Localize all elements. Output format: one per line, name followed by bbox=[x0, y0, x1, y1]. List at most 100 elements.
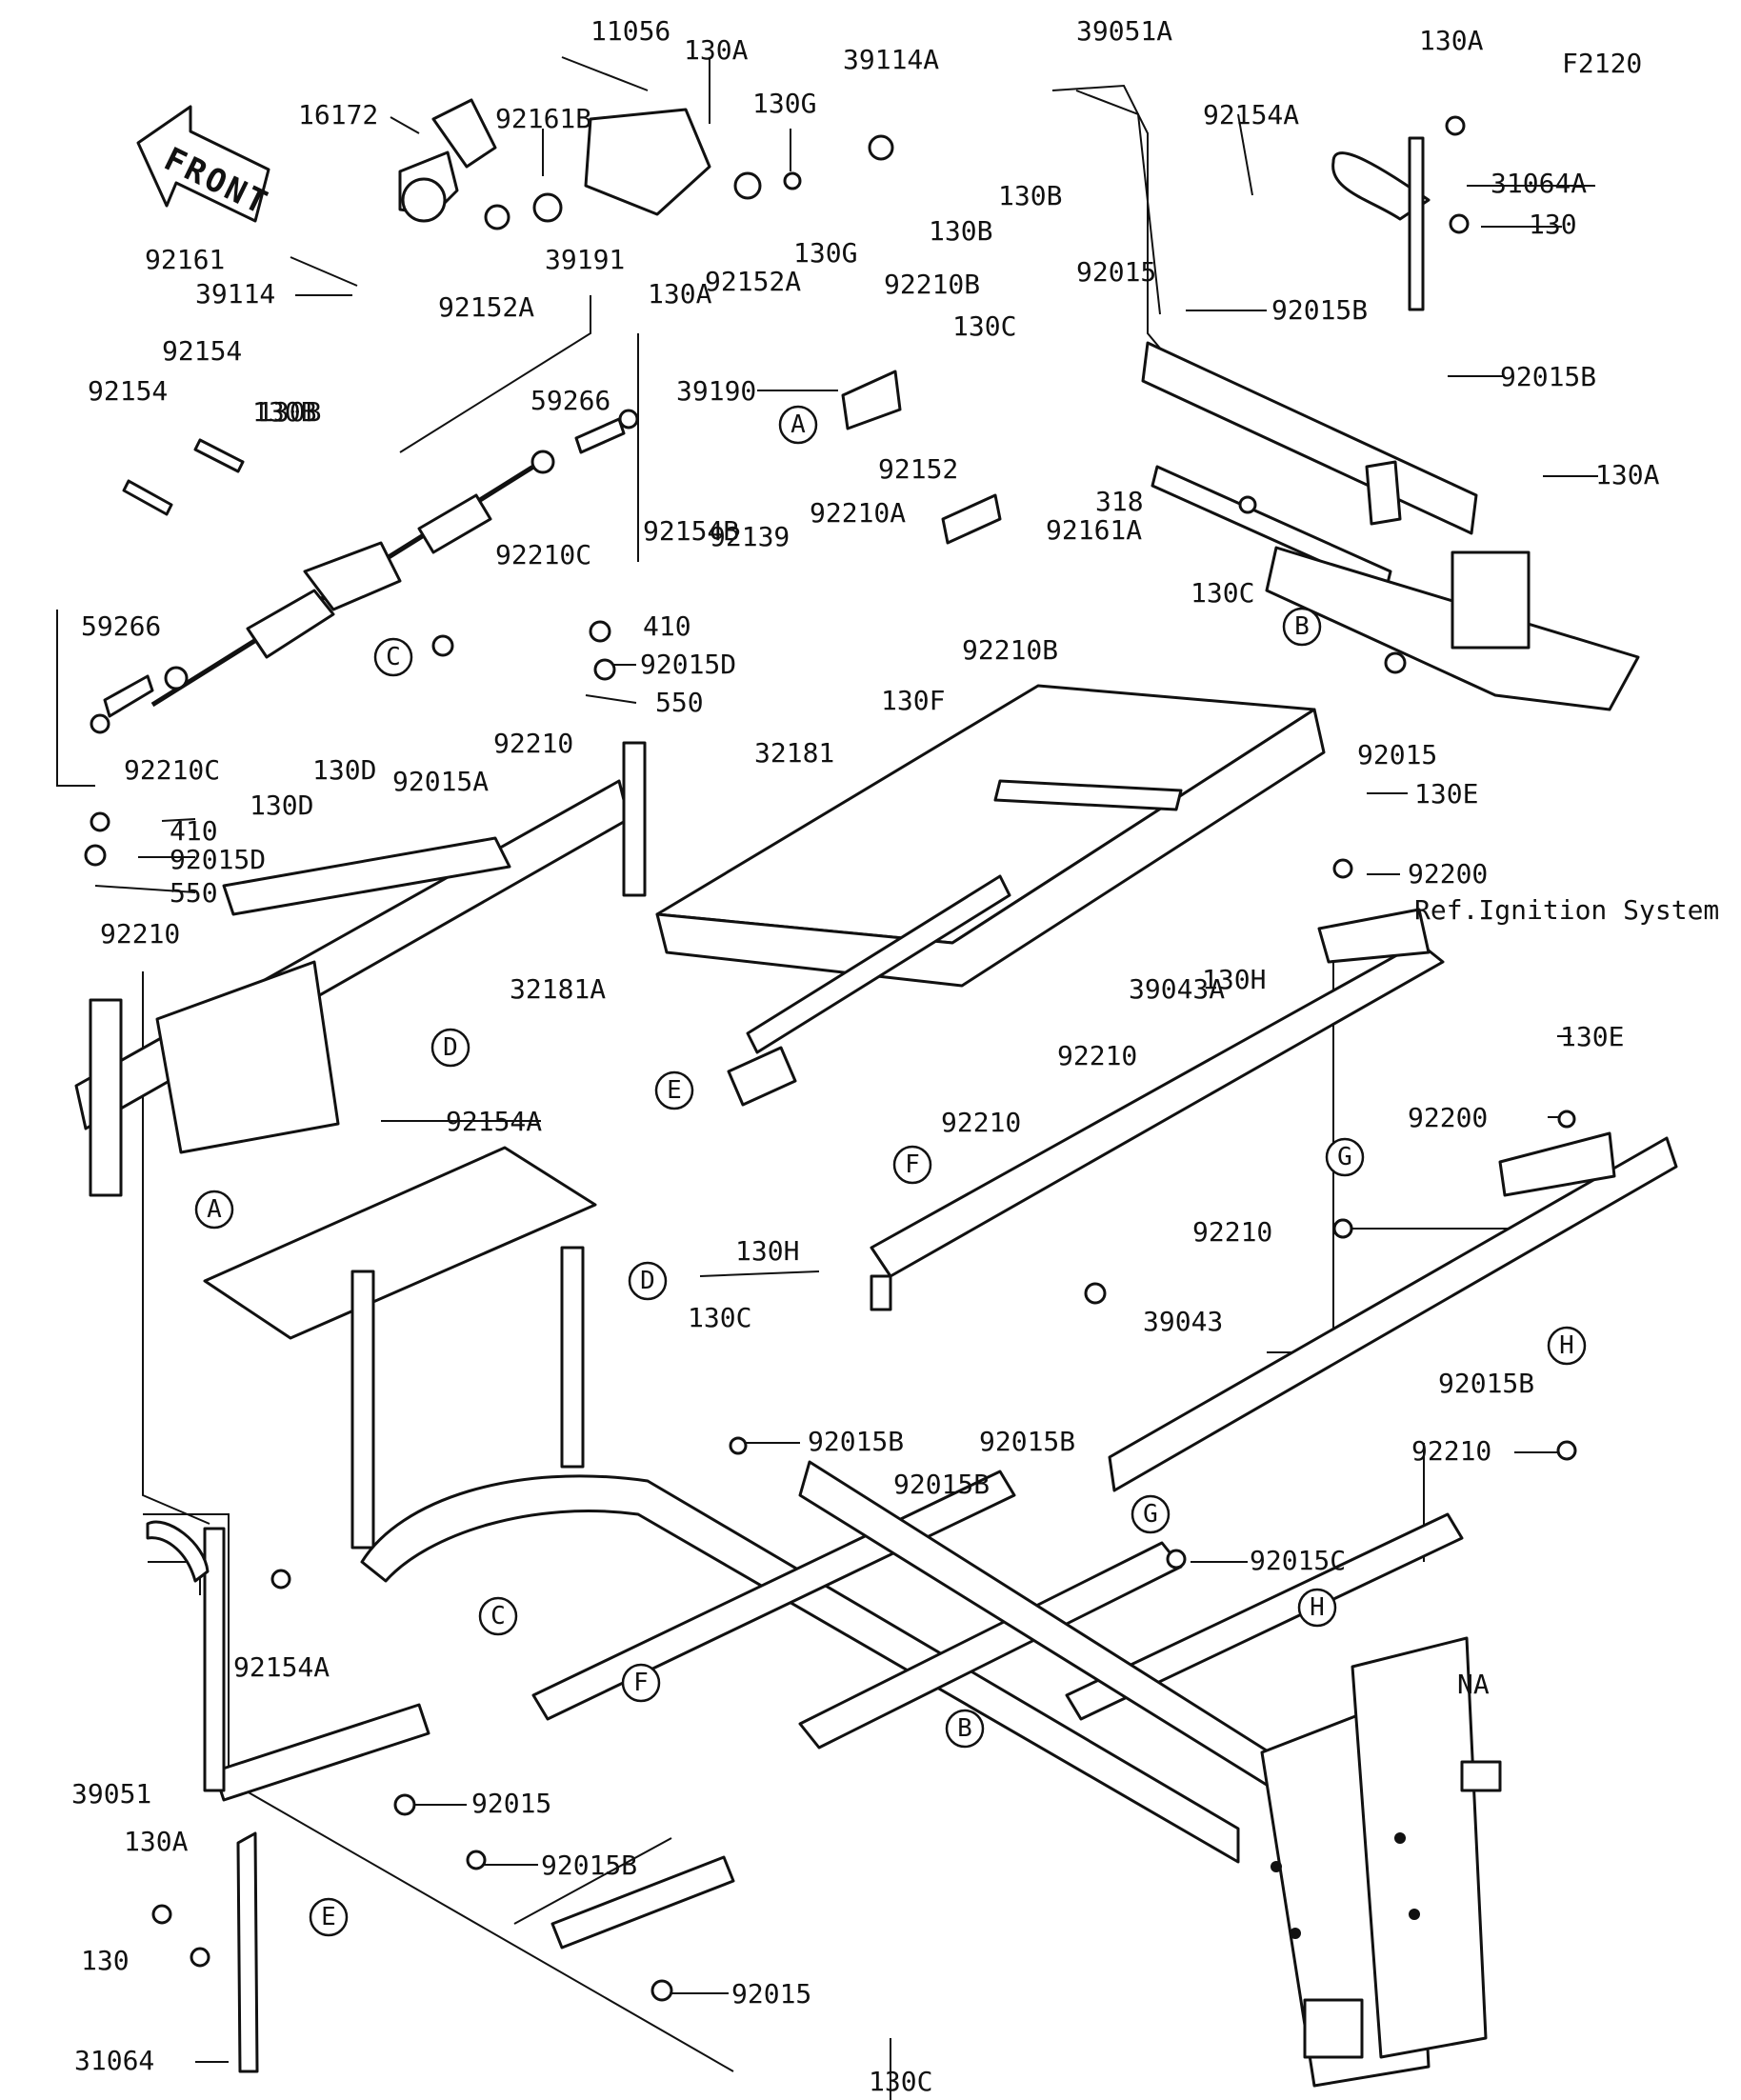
steering-rack bbox=[150, 450, 555, 708]
callout-label: 130E bbox=[1560, 1021, 1624, 1052]
fasteners-left bbox=[84, 438, 616, 867]
callout-label: 130F bbox=[881, 685, 945, 716]
ref-circle-e: E bbox=[654, 1070, 694, 1110]
callout-labels: 11056 130A 39114A 39051A 130A 16172 9216… bbox=[71, 15, 1660, 2097]
callout-label: 92154A bbox=[233, 1651, 330, 1683]
callout-label: 130 bbox=[81, 1945, 130, 1976]
svg-text:G: G bbox=[1337, 1143, 1352, 1171]
callout-label: 92154 bbox=[88, 375, 168, 407]
svg-text:C: C bbox=[490, 1602, 506, 1630]
upper-brackets bbox=[584, 108, 1002, 545]
callout-label: 39051 bbox=[71, 1778, 151, 1810]
ref-circle-c: C bbox=[373, 637, 413, 677]
callout-label: 130C bbox=[952, 310, 1016, 342]
bracket-31064 bbox=[151, 1831, 259, 2073]
callout-label: 130G bbox=[793, 237, 857, 269]
callout-label: 130A bbox=[684, 34, 749, 66]
callout-label: 92210A bbox=[810, 497, 906, 529]
callout-label: 130C bbox=[688, 1302, 751, 1333]
callout-label: 92015 bbox=[731, 1978, 811, 2010]
callout-label: 130C bbox=[1191, 577, 1254, 609]
ref-circle-h: H bbox=[1297, 1588, 1337, 1628]
callout-label: 92015B bbox=[808, 1426, 904, 1457]
callout-label: 92210B bbox=[962, 634, 1058, 666]
callout-label: 92015C bbox=[1250, 1545, 1346, 1576]
callout-label: 130H bbox=[735, 1235, 799, 1267]
callout-label: NA bbox=[1457, 1669, 1490, 1700]
callout-label: 32181 bbox=[754, 737, 834, 769]
ref-circle-g: G bbox=[1325, 1137, 1365, 1177]
callout-label: 92210B bbox=[884, 269, 980, 300]
callout-label: 92152A bbox=[438, 291, 534, 323]
callout-label: 92161 bbox=[145, 244, 225, 275]
ref-circle-d: D bbox=[628, 1261, 668, 1301]
callout-label: 130B bbox=[252, 396, 316, 428]
callout-label: 92210 bbox=[1057, 1040, 1137, 1071]
ref-circle-d: D bbox=[430, 1028, 470, 1068]
callout-label: 59266 bbox=[81, 610, 161, 642]
callout-label: 318 bbox=[1095, 486, 1144, 517]
callout-label: 130A bbox=[1419, 25, 1484, 56]
ref-circle-f: F bbox=[621, 1663, 661, 1703]
steering-gearbox bbox=[398, 98, 563, 230]
callout-label: 39114A bbox=[843, 44, 939, 75]
callout-label: 130G bbox=[752, 88, 816, 119]
svg-text:C: C bbox=[386, 643, 401, 671]
bracket-31064a bbox=[1331, 115, 1470, 311]
misc-fasteners bbox=[270, 495, 1577, 2002]
callout-label: 130D bbox=[250, 790, 313, 821]
callout-label: 92015B bbox=[1271, 294, 1368, 326]
callout-label: 92154 bbox=[162, 335, 242, 367]
rail-39043 bbox=[1108, 1131, 1678, 1492]
ref-circle-c: C bbox=[478, 1596, 518, 1636]
callout-label: 92015 bbox=[471, 1788, 551, 1819]
callout-label: 92015 bbox=[1076, 256, 1156, 288]
callout-label: 92161B bbox=[495, 103, 591, 134]
callout-label: 130B bbox=[929, 215, 992, 247]
frame-39051 bbox=[143, 1513, 735, 2072]
callout-label: 92210 bbox=[1192, 1216, 1272, 1248]
callout-label: 92210C bbox=[124, 754, 220, 786]
svg-text:A: A bbox=[207, 1195, 222, 1224]
figure-code: F2120 bbox=[1562, 48, 1642, 79]
callout-label: 92139 bbox=[710, 521, 790, 552]
callout-label: 92210 bbox=[1411, 1435, 1491, 1467]
ref-circle-f: F bbox=[892, 1145, 932, 1185]
callout-label: 92210 bbox=[100, 918, 180, 950]
callout-label: 130 bbox=[1529, 209, 1577, 240]
main-chassis bbox=[203, 1146, 1502, 2088]
ref-circle-e: E bbox=[309, 1897, 349, 1937]
callout-label: 39191 bbox=[545, 244, 625, 275]
svg-text:F: F bbox=[633, 1669, 649, 1697]
callout-label: 39114 bbox=[195, 278, 275, 310]
svg-text:G: G bbox=[1143, 1500, 1158, 1529]
callout-label: 410 bbox=[643, 610, 691, 642]
callout-label: 39043A bbox=[1129, 973, 1225, 1005]
callout-label: 92015A bbox=[392, 766, 489, 797]
frame-32181 bbox=[655, 684, 1326, 1107]
callout-label: 92152A bbox=[705, 266, 801, 297]
frame-39051a bbox=[1051, 84, 1640, 711]
callout-label: 92015B bbox=[1500, 361, 1596, 392]
ref-circle-a: A bbox=[194, 1190, 234, 1230]
ref-circle-b: B bbox=[945, 1709, 985, 1749]
svg-text:B: B bbox=[1294, 612, 1310, 641]
svg-text:A: A bbox=[790, 410, 806, 439]
svg-text:E: E bbox=[667, 1076, 682, 1105]
callout-label: 92015B bbox=[979, 1426, 1075, 1457]
callout-label: 16172 bbox=[298, 99, 378, 130]
callout-label: 92015B bbox=[1438, 1368, 1534, 1399]
svg-text:D: D bbox=[640, 1267, 655, 1295]
callout-label: 92015 bbox=[1357, 739, 1437, 770]
ref-circle-g: G bbox=[1131, 1494, 1171, 1534]
svg-text:E: E bbox=[321, 1903, 336, 1931]
callout-label: 130C bbox=[869, 2066, 932, 2097]
ref-circle-b: B bbox=[1282, 607, 1322, 647]
callout-label: 550 bbox=[655, 687, 704, 718]
callout-label: 92154A bbox=[446, 1106, 542, 1137]
callout-label: 92015D bbox=[640, 649, 736, 680]
callout-label: 92015D bbox=[170, 844, 266, 875]
frame-32181a bbox=[74, 741, 647, 1197]
callout-label: 550 bbox=[170, 877, 218, 909]
